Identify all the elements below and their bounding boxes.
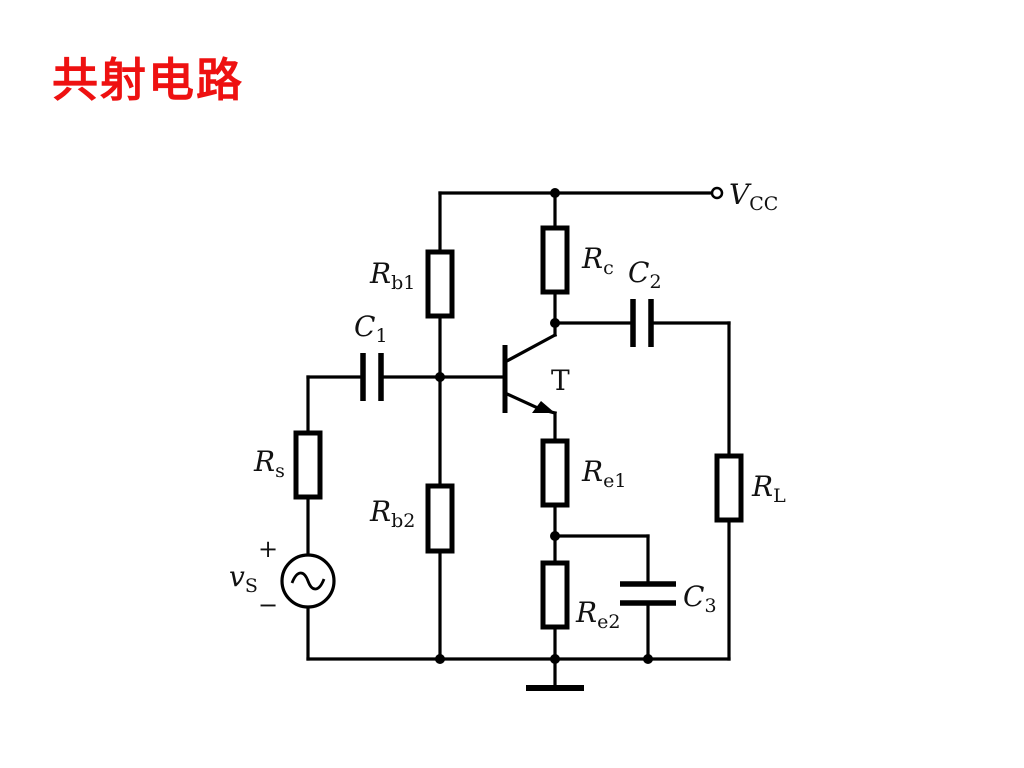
label-vs: vS — [229, 560, 258, 597]
label-rb2: Rb2 — [369, 495, 415, 532]
ac-source-icon — [280, 553, 336, 609]
circuit-wires — [306, 191, 731, 689]
label-rc: Rc — [581, 242, 614, 279]
label-rb1: Rb1 — [369, 257, 415, 294]
label-c3: C3 — [683, 580, 717, 617]
emitter-arrow-icon — [532, 401, 555, 413]
junction-dot — [550, 188, 560, 198]
capacitor-c3 — [620, 581, 676, 606]
resistor-rb1 — [425, 249, 455, 319]
label-minus: − — [258, 591, 278, 619]
junction-dot — [550, 531, 560, 541]
label-re2: Re2 — [575, 596, 620, 633]
junction-dot — [435, 372, 445, 382]
label-vcc: VCC — [729, 178, 778, 215]
label-rl: RL — [751, 470, 786, 507]
resistor-rc — [540, 225, 570, 295]
label-transistor: T — [551, 364, 570, 397]
label-c2: C2 — [628, 256, 662, 293]
resistor-rs — [293, 430, 323, 500]
page-title: 共射电路 — [52, 53, 244, 107]
capacitor-c2 — [630, 299, 654, 347]
junction-dot — [550, 654, 560, 664]
resistor-rb2 — [425, 483, 455, 554]
label-re1: Re1 — [581, 455, 626, 492]
transistor-symbol — [502, 321, 558, 415]
label-c1: C1 — [354, 310, 388, 347]
junction-dots — [435, 188, 653, 664]
resistor-rl — [714, 453, 744, 523]
resistor-re2 — [540, 560, 570, 630]
vcc-terminal — [710, 186, 724, 200]
junction-dot — [643, 654, 653, 664]
label-plus: + — [258, 535, 278, 563]
capacitor-c1 — [360, 353, 384, 401]
resistor-re1 — [540, 438, 570, 508]
label-rs: Rs — [253, 445, 285, 482]
junction-dot — [435, 654, 445, 664]
